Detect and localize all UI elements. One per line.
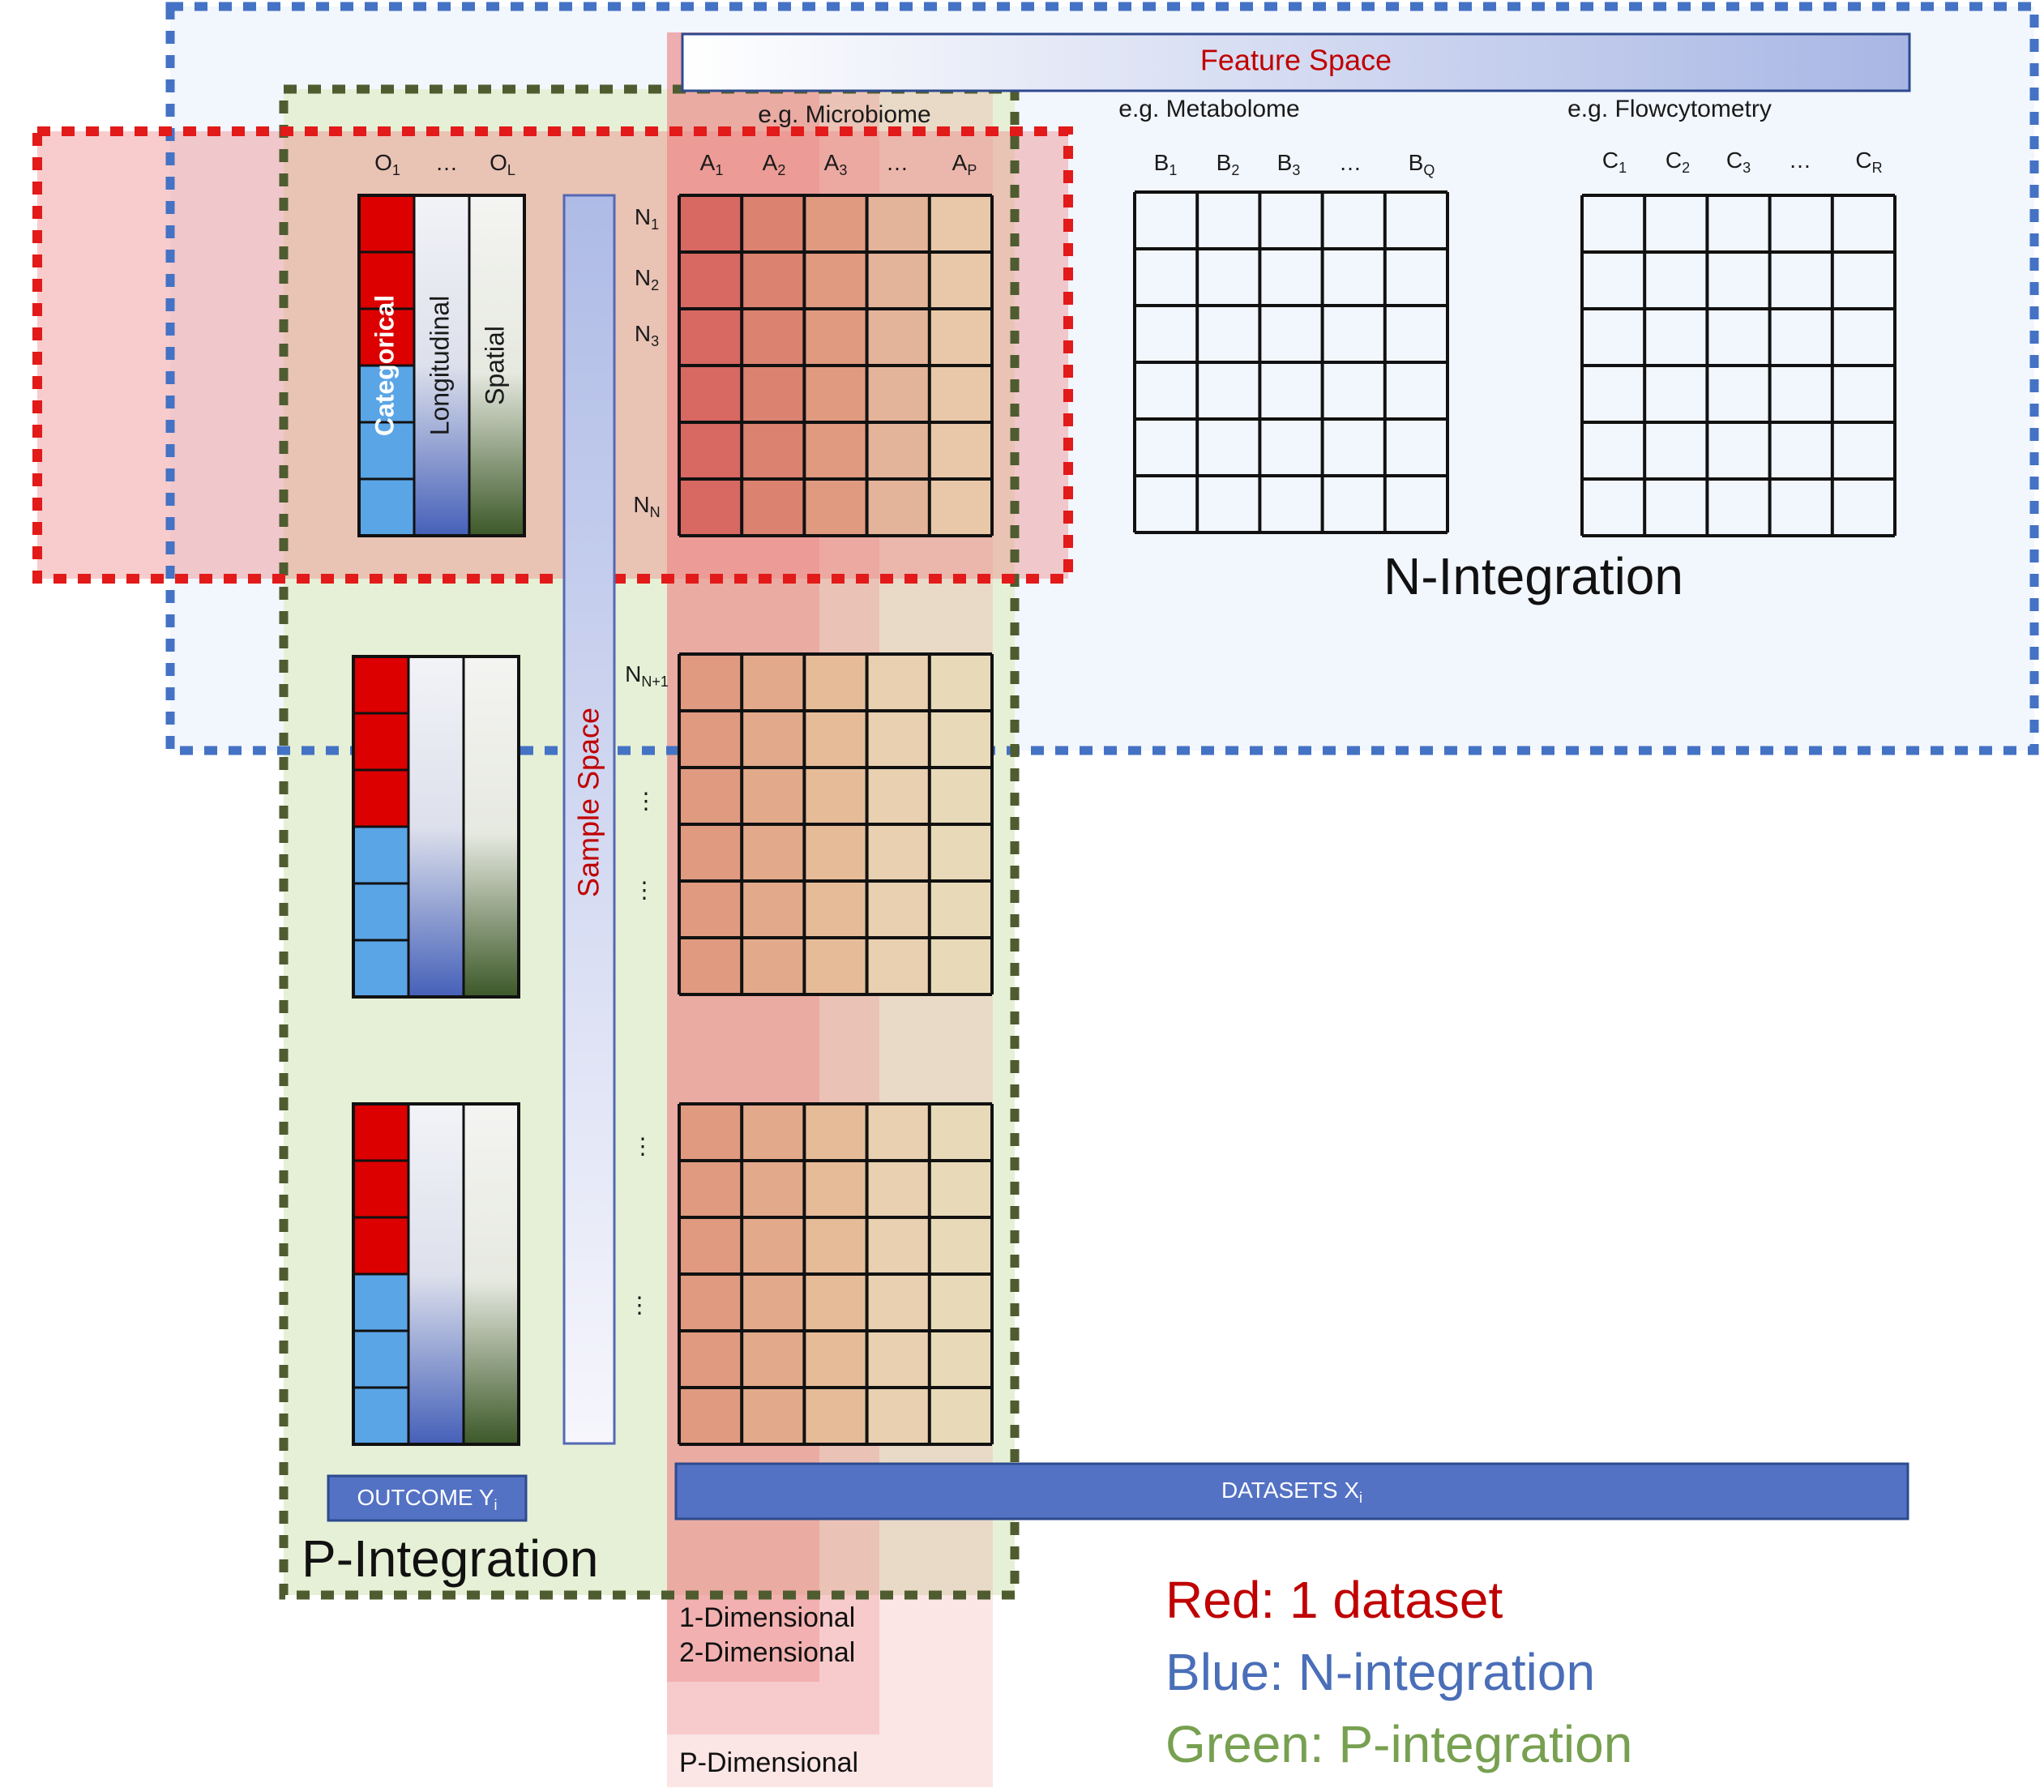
sample-space-label: Sample Space <box>572 708 605 897</box>
flowcytometry-title: e.g. Flowcytometry <box>1567 96 1772 122</box>
outcome-block-border <box>352 655 520 999</box>
categorical-cell <box>352 882 410 942</box>
categorical-label: Categorical <box>370 295 399 436</box>
microbiome-matrix-2 <box>678 652 994 996</box>
column-labels: A1 A2 A3 … AP B1 B2 B3 … BQ C1 C2 C3 … CR O1 … OL <box>374 148 1883 177</box>
outcomes-column-label: O1 <box>374 150 400 177</box>
flowcytometry-column-label: C1 <box>1602 148 1627 175</box>
outcome-blocks: Categorical Longitudinal Spatial <box>352 194 526 1446</box>
flowcytometry-column-label: CR <box>1855 148 1882 175</box>
metabolome-column-label: B2 <box>1217 150 1240 177</box>
dimension-label-1d: 1-Dimensional <box>679 1602 855 1633</box>
metabolome-column-label: B1 <box>1154 150 1178 177</box>
longitudinal-column <box>407 1102 465 1446</box>
categorical-cell <box>352 712 410 772</box>
categorical-cell <box>357 194 416 254</box>
row-ellipsis: ⋮ <box>635 788 657 813</box>
microbiome-column-label: … <box>886 150 909 175</box>
metabolome-column-label: B3 <box>1277 150 1301 177</box>
outcome-block <box>352 1102 520 1446</box>
data-matrices <box>678 190 1896 1446</box>
datasets-bar-label: DATASETS Xi <box>1221 1478 1362 1505</box>
microbiome-column-label: AP <box>952 150 977 177</box>
microbiome-column-label: A2 <box>763 150 786 177</box>
red-dashed-border <box>32 126 1073 584</box>
longitudinal-label: Longitudinal <box>425 296 454 436</box>
outcomes-column-label: OL <box>490 150 515 177</box>
metabolome-column-label: BQ <box>1409 150 1435 177</box>
datasets-bar <box>674 1462 1909 1520</box>
row-ellipsis: ⋮ <box>628 1292 651 1317</box>
outcome-bar <box>327 1474 528 1522</box>
categorical-cell <box>357 250 416 310</box>
spatial-column <box>462 655 520 999</box>
flowcytometry-column-label: C3 <box>1726 148 1751 175</box>
blue-dashed-border <box>165 2 2039 755</box>
outcome-block <box>352 655 520 999</box>
feature-space-bar <box>681 32 1911 92</box>
microbiome-column-label: A3 <box>824 150 848 177</box>
row-label: NN+1 <box>625 661 669 689</box>
categorical-cell <box>357 477 416 537</box>
metabolome-matrix <box>1133 190 1449 534</box>
spatial-column <box>462 1102 520 1446</box>
outcome-bar-label: OUTCOME Yi <box>357 1485 497 1512</box>
flowcytometry-column-label: … <box>1789 148 1811 173</box>
sample-space-bar <box>562 194 616 1445</box>
feature-space-label: Feature Space <box>1200 44 1392 77</box>
row-label: N3 <box>635 321 659 349</box>
outcomes-column-label: … <box>435 150 458 175</box>
legend-blue: Blue: N-integration <box>1165 1643 1595 1701</box>
outcome-block-border <box>357 194 526 537</box>
flowcytometry-matrix <box>1580 194 1896 537</box>
microbiome-column-label: A1 <box>700 150 724 177</box>
p-integration-label: P-Integration <box>301 1529 598 1588</box>
row-label: N1 <box>635 204 659 232</box>
categorical-cell <box>352 768 410 828</box>
categorical-cell <box>352 1216 410 1276</box>
microbiome-title: e.g. Microbiome <box>758 101 930 128</box>
flowcytometry-column-label: C2 <box>1666 148 1690 175</box>
categorical-cell <box>352 1102 410 1162</box>
categorical-cell <box>352 1329 410 1389</box>
categorical-cell <box>352 655 410 715</box>
outcome-block-border <box>352 1102 520 1446</box>
metabolome-column-label: … <box>1339 150 1362 175</box>
legend-green: Green: P-integration <box>1165 1715 1632 1773</box>
longitudinal-column <box>413 194 471 537</box>
row-label: NN <box>633 492 660 520</box>
dimension-label-2d: 2-Dimensional <box>679 1637 855 1668</box>
spatial-label: Spatial <box>480 326 509 405</box>
longitudinal-column <box>407 655 465 999</box>
metabolome-title: e.g. Metabolome <box>1118 96 1299 122</box>
categorical-cell <box>352 1386 410 1446</box>
row-label: N2 <box>635 265 659 293</box>
green-dashed-border <box>279 84 1020 1600</box>
dimension-label-pd: P-Dimensional <box>679 1747 858 1778</box>
row-ellipsis: ⋮ <box>631 1133 654 1158</box>
categorical-cell <box>352 1272 410 1332</box>
categorical-cell <box>352 939 410 999</box>
n-integration-label: N-Integration <box>1383 547 1683 605</box>
categorical-cell <box>352 1159 410 1219</box>
row-ellipsis: ⋮ <box>633 877 656 902</box>
outcome-block: Categorical Longitudinal Spatial <box>357 194 526 537</box>
categorical-cell <box>352 825 410 885</box>
legend-red: Red: 1 dataset <box>1165 1571 1503 1629</box>
microbiome-matrix-1 <box>678 194 994 537</box>
microbiome-matrix-3 <box>678 1102 994 1446</box>
